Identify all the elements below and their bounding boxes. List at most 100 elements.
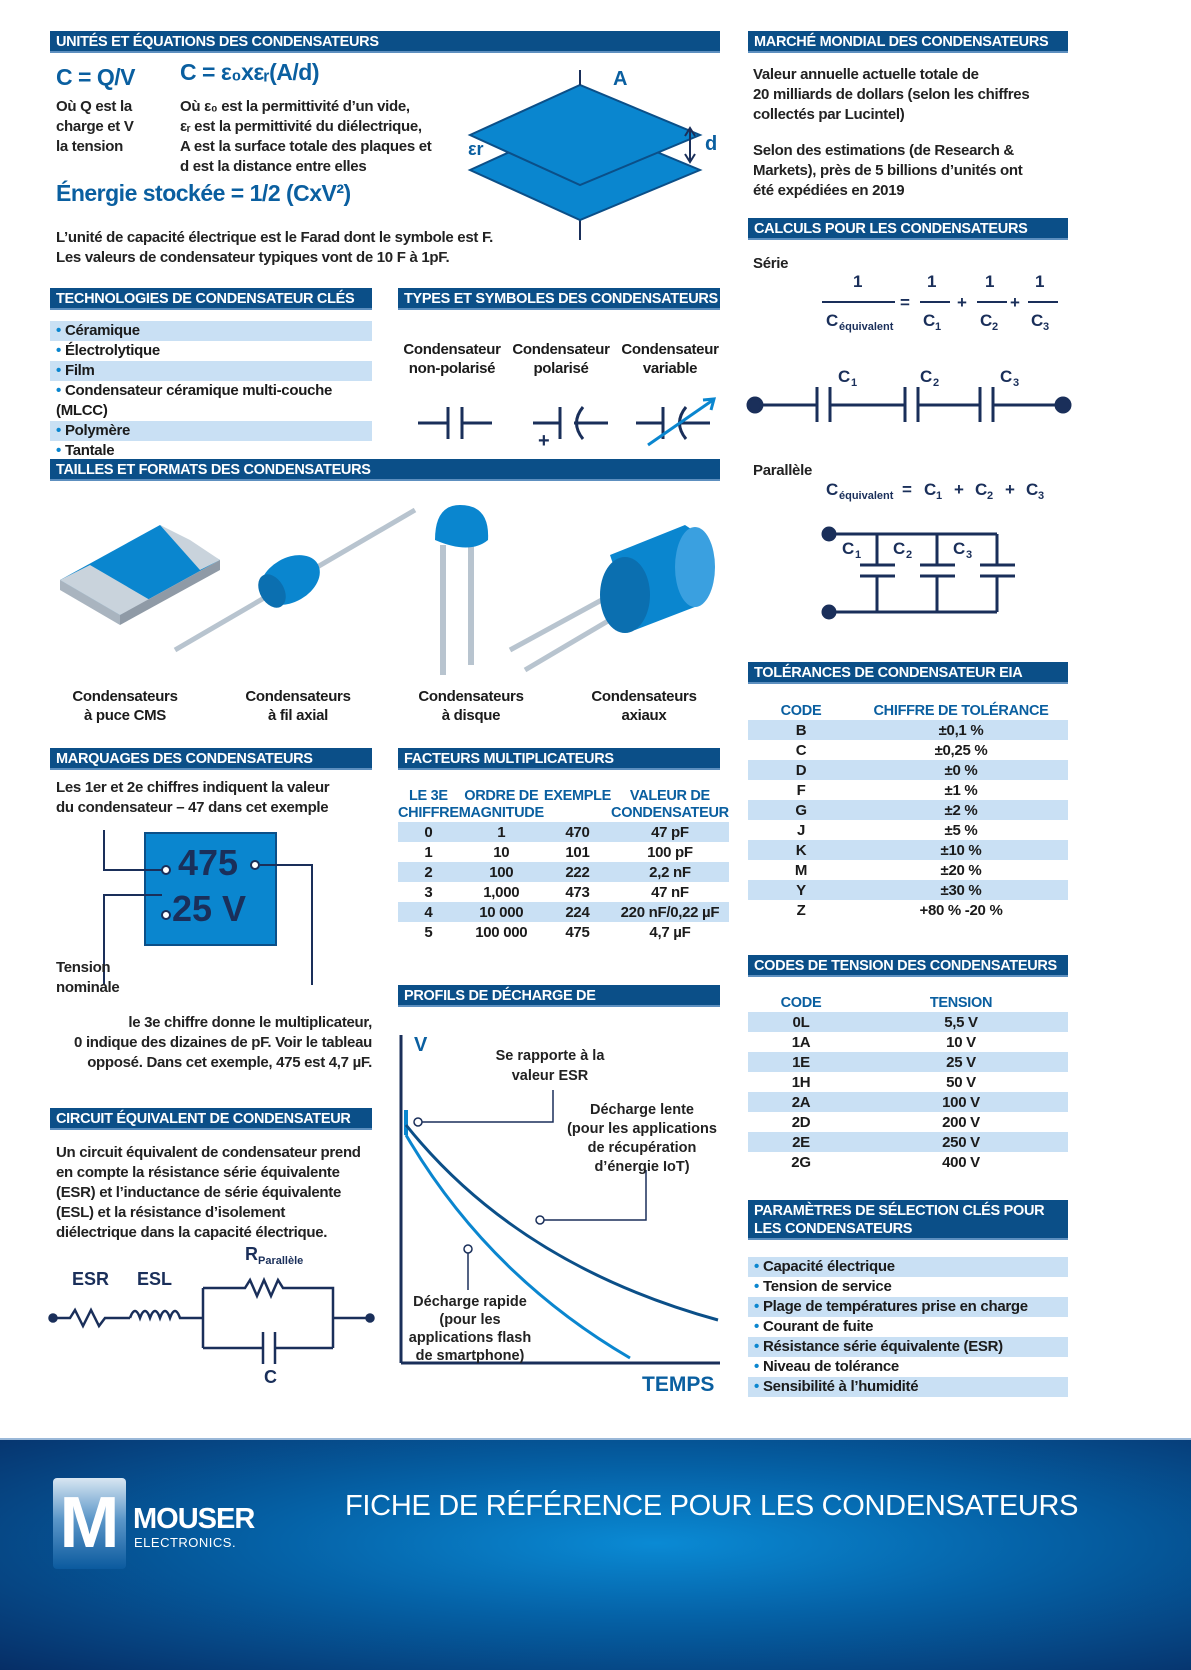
table-cell: 47 nF: [651, 883, 689, 901]
table-cell: 400 V: [942, 1153, 980, 1171]
subscript: 3: [1038, 490, 1044, 502]
table-cell: 1: [424, 843, 433, 861]
section-header-units: UNITÉS ET ÉQUATIONS DES CONDENSATEURS: [50, 31, 720, 53]
text-line: Les valeurs de condensateur typiques von…: [56, 249, 450, 266]
text-line: (ESR) et l’inductance de série équivalen…: [56, 1184, 341, 1201]
table-cell: F: [796, 781, 806, 799]
capacitor-symbols: +: [418, 397, 717, 452]
list-item: Plage de températures prise en charge: [748, 1297, 1068, 1317]
table-cell: 100 pF: [647, 843, 693, 861]
table-cell: J: [796, 821, 806, 839]
column-header: CONDENSATEUR: [611, 805, 729, 821]
table-cell: 10: [493, 843, 510, 861]
svg-text:+: +: [1005, 480, 1015, 499]
slow-note: de récupération: [588, 1140, 697, 1156]
c2-label: C: [920, 367, 932, 386]
eq2-description: Où ε₀ est la permittivité d’un vide,εᵣ e…: [180, 97, 432, 177]
text-line: (ESL) et la résistance d’isolement: [56, 1204, 286, 1221]
text-line: en compte la résistance série équivalent…: [56, 1164, 340, 1181]
list-item: Tension de service: [748, 1277, 1068, 1297]
subscript: 1: [935, 321, 941, 333]
slow-note: (pour les applications: [567, 1121, 717, 1137]
column-header: LE 3E: [408, 788, 448, 804]
table-row: Z+80 % -20 %: [748, 900, 1068, 920]
subscript: 1: [851, 377, 857, 389]
variable-symbol-icon: [636, 406, 710, 440]
slow-discharge-curve: [404, 1124, 719, 1322]
subscript: 2: [987, 490, 993, 502]
table-cell: 2E: [748, 1132, 854, 1152]
disc-capacitor-image: [435, 505, 489, 675]
slow-note: d’énergie IoT): [594, 1159, 689, 1175]
table-cell: 47 pF: [611, 822, 729, 842]
list-item: Niveau de tolérance: [748, 1357, 1068, 1377]
c3-label: C: [1031, 311, 1043, 330]
text-line: Tension: [56, 959, 111, 976]
fraction-numerator: 1: [1035, 272, 1044, 291]
table-row: F±1 %: [748, 780, 1068, 800]
table-cell: Z: [796, 901, 806, 919]
column-header: CODE: [780, 703, 822, 719]
list-item: Résistance série équivalente (ESR): [748, 1337, 1068, 1357]
text-line: opposé. Dans cet exemple, 475 est 4,7 µF…: [87, 1054, 372, 1071]
logo-text: MOUSER: [133, 1503, 255, 1535]
technology-list: CéramiqueÉlectrolytiqueFilmCondensateur …: [50, 321, 372, 461]
svg-text:=: =: [902, 480, 912, 499]
text-line: du condensateur – 47 dans cet exemple: [56, 799, 329, 816]
table-row: Y±30 %: [748, 880, 1068, 900]
table-cell: 220 nF/0,22 µF: [611, 902, 729, 922]
list-item: Céramique: [50, 321, 372, 341]
c-label: C: [264, 1367, 277, 1387]
list-item: Sensibilité à l’humidité: [748, 1377, 1068, 1397]
circuit-description: Un circuit équivalent de condensateur pr…: [56, 1143, 361, 1243]
esl-label: ESL: [137, 1269, 172, 1289]
subscript: 1: [855, 549, 861, 561]
ceq-label: C: [826, 480, 838, 499]
table-cell: 100 000: [475, 923, 528, 941]
section-header-marking: MARQUAGES DES CONDENSATEURS: [50, 748, 372, 770]
table-cell: 224: [543, 902, 612, 922]
text-line: été expédiées en 2019: [753, 182, 905, 199]
fast-note: (pour les: [439, 1312, 500, 1328]
column-header: CHIFFRE DE TOLÉRANCE: [873, 703, 1049, 719]
subscript: 1: [936, 490, 942, 502]
table-cell: 101: [565, 843, 590, 861]
text-line: Condensateurs: [72, 688, 178, 705]
list-item: Film: [50, 361, 372, 381]
text-line: Condensateur: [512, 341, 610, 358]
text-line: 0 indique des dizaines de pF. Voir le ta…: [74, 1034, 372, 1051]
column-header: VALEUR DE: [629, 788, 710, 804]
c1-label: C: [838, 367, 850, 386]
table-cell: Y: [748, 880, 854, 900]
table-cell: 250 V: [854, 1132, 1068, 1152]
section-header-sizes: TAILLES ET FORMATS DES CONDENSATEURS: [50, 459, 720, 481]
subscript: 2: [992, 321, 998, 333]
text-line: L’unité de capacité électrique est le Fa…: [56, 229, 494, 246]
page-title: FICHE DE RÉFÉRENCE POUR LES CONDENSATEUR…: [345, 1490, 1079, 1522]
table-row: 1 10 101 100 pF: [398, 842, 729, 862]
text-line: axiaux: [621, 707, 667, 724]
c1-label: C: [924, 480, 936, 499]
table-cell: 4,7 µF: [649, 923, 691, 941]
c2-label: C: [975, 480, 987, 499]
table-cell: 200 V: [942, 1113, 980, 1131]
table-cell: 10 V: [946, 1033, 976, 1051]
text-line: Condensateur: [621, 341, 719, 358]
column-header: CHIFFRE: [398, 805, 459, 821]
section-header-params: PARAMÈTRES DE SÉLECTION CLÉS POUR LES CO…: [748, 1200, 1068, 1240]
